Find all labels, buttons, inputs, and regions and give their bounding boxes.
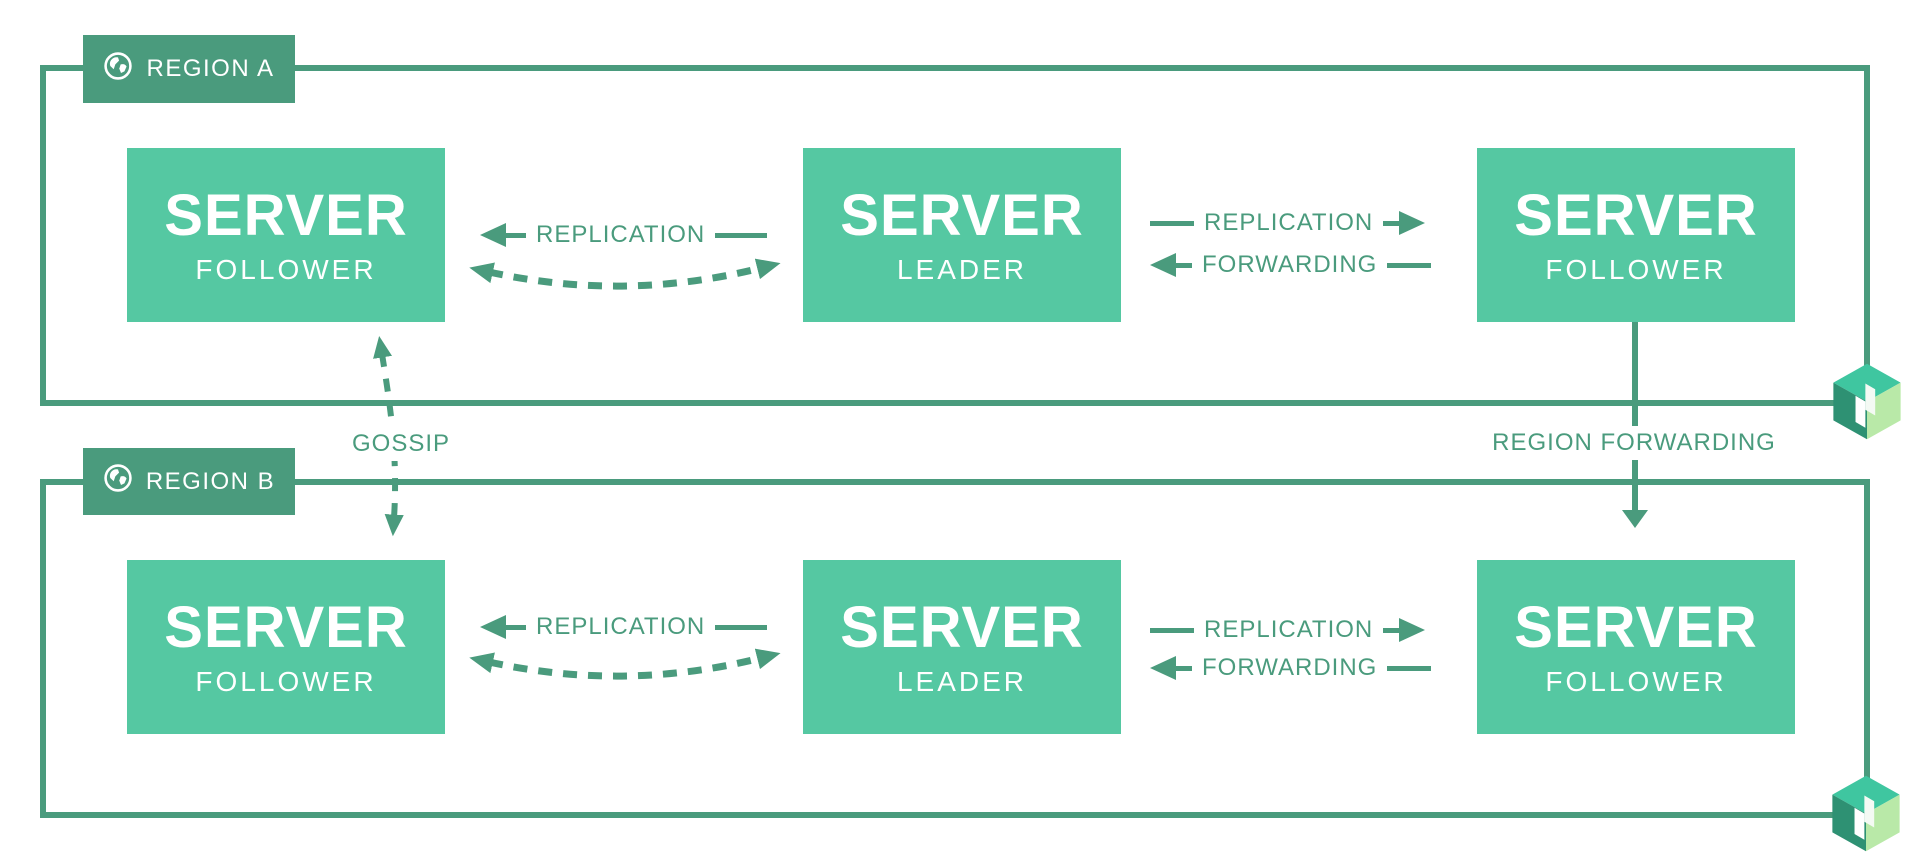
arrowhead-left-icon bbox=[1150, 656, 1176, 680]
arrowhead-down-icon bbox=[1622, 510, 1648, 528]
server-box-a-follower-left: SERVER FOLLOWER bbox=[127, 148, 445, 322]
arrow-line bbox=[506, 232, 526, 238]
server-role: FOLLOWER bbox=[1545, 253, 1727, 285]
arrow-line bbox=[1387, 665, 1432, 671]
server-box-b-follower-left: SERVER FOLLOWER bbox=[127, 560, 445, 734]
server-role: LEADER bbox=[896, 253, 1028, 285]
forwarding-arrow-a-right: FORWARDING bbox=[1150, 250, 1432, 280]
replication-arrow-b-left: REPLICATION bbox=[480, 612, 768, 642]
region-a-boundary bbox=[40, 65, 1870, 406]
replication-arrow-a-left: REPLICATION bbox=[480, 220, 768, 250]
gossip-label: GOSSIP bbox=[341, 427, 461, 461]
server-box-b-leader: SERVER LEADER bbox=[803, 560, 1121, 734]
region-forwarding-label: REGION FORWARDING bbox=[1482, 426, 1786, 460]
arrowhead-left-icon bbox=[480, 223, 506, 247]
arrow-line bbox=[1150, 220, 1194, 226]
arrow-line bbox=[506, 624, 526, 630]
server-title: SERVER bbox=[164, 594, 408, 660]
arrowhead-left-icon bbox=[1150, 253, 1176, 277]
server-title: SERVER bbox=[164, 182, 408, 248]
server-role: FOLLOWER bbox=[195, 665, 377, 697]
arrow-line bbox=[1176, 262, 1192, 268]
replication-label: REPLICATION bbox=[536, 221, 706, 248]
region-a-label: REGION A bbox=[83, 35, 295, 103]
arrow-line bbox=[1383, 627, 1400, 633]
server-box-a-follower-right: SERVER FOLLOWER bbox=[1477, 148, 1795, 322]
arrowhead-right-icon bbox=[1399, 618, 1426, 642]
forwarding-label: FORWARDING bbox=[1202, 251, 1378, 278]
replication-label: REPLICATION bbox=[1204, 209, 1374, 236]
globe-icon bbox=[103, 463, 133, 500]
globe-icon bbox=[103, 51, 133, 88]
replication-label: REPLICATION bbox=[1204, 616, 1374, 643]
server-role: FOLLOWER bbox=[1545, 665, 1727, 697]
region-b-label: REGION B bbox=[83, 448, 295, 515]
server-title: SERVER bbox=[1514, 182, 1758, 248]
forwarding-arrow-b-right: FORWARDING bbox=[1150, 653, 1432, 683]
region-b-label-text: REGION B bbox=[145, 467, 276, 495]
arrow-line bbox=[1176, 665, 1192, 671]
server-title: SERVER bbox=[840, 182, 1084, 248]
nomad-cube-logo-icon bbox=[1832, 775, 1900, 852]
arrow-line bbox=[715, 232, 768, 238]
arrow-line bbox=[1383, 220, 1400, 226]
region-b-boundary bbox=[40, 479, 1870, 818]
replication-label: REPLICATION bbox=[536, 613, 706, 640]
arrow-line bbox=[1387, 262, 1432, 268]
replication-arrow-a-right: REPLICATION bbox=[1150, 208, 1426, 238]
server-role: FOLLOWER bbox=[195, 253, 377, 285]
server-box-b-follower-right: SERVER FOLLOWER bbox=[1477, 560, 1795, 734]
dashed-replication-curve-b bbox=[469, 648, 781, 680]
dashed-replication-curve-a bbox=[469, 258, 781, 290]
server-box-a-leader: SERVER LEADER bbox=[803, 148, 1121, 322]
arrow-line bbox=[715, 624, 768, 630]
arrowhead-right-icon bbox=[1399, 211, 1426, 235]
server-role: LEADER bbox=[896, 665, 1028, 697]
region-a-label-text: REGION A bbox=[146, 55, 275, 82]
arrow-line bbox=[1150, 627, 1194, 633]
region-forwarding-line bbox=[1632, 322, 1638, 512]
forwarding-label: FORWARDING bbox=[1202, 654, 1378, 681]
arrowhead-left-icon bbox=[480, 615, 506, 639]
nomad-cube-logo-icon bbox=[1833, 363, 1901, 440]
server-title: SERVER bbox=[1514, 594, 1758, 660]
server-title: SERVER bbox=[840, 594, 1084, 660]
replication-arrow-b-right: REPLICATION bbox=[1150, 615, 1426, 645]
